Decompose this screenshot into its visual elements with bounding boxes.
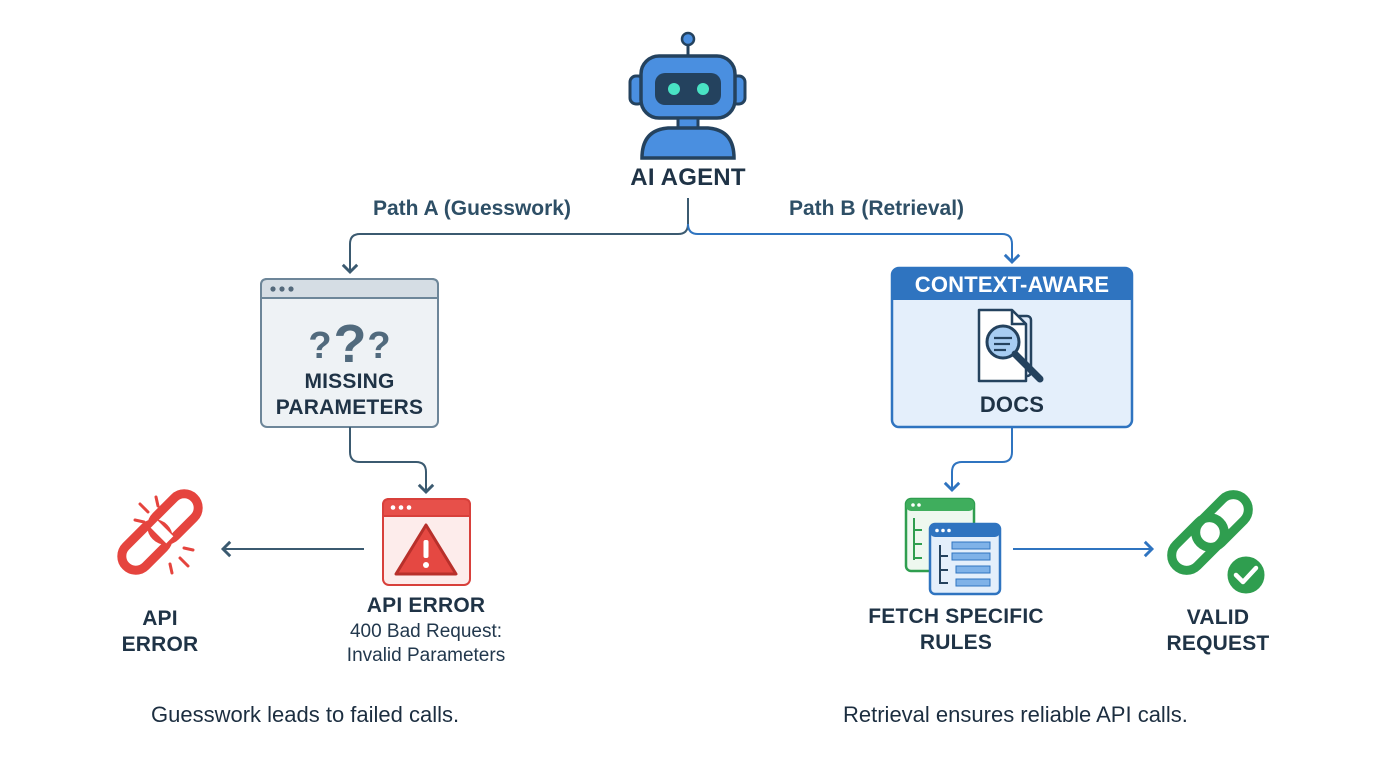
svg-text:?: ? bbox=[334, 314, 367, 374]
path-a-label: Path A (Guesswork) bbox=[373, 197, 571, 220]
svg-text:?: ? bbox=[308, 325, 331, 367]
rules-windows-icon bbox=[904, 497, 1002, 596]
docs-title: DOCS bbox=[979, 392, 1045, 417]
connector-docs-to-rules bbox=[943, 427, 1013, 493]
robot-icon bbox=[628, 31, 747, 160]
svg-text:?: ? bbox=[367, 325, 390, 367]
agent-label: AI AGENT bbox=[630, 164, 746, 191]
missing-parameters-text: MISSING PARAMETERS bbox=[275, 370, 424, 419]
path-b-caption: Retrieval ensures reliable API calls. bbox=[843, 702, 1188, 727]
path-a-caption: Guesswork leads to failed calls. bbox=[151, 702, 460, 727]
path-b-label: Path B (Retrieval) bbox=[789, 197, 965, 220]
api-error-title: API ERROR bbox=[366, 594, 486, 617]
connector-missing-to-error bbox=[349, 427, 435, 495]
context-aware-header: CONTEXT-AWARE bbox=[914, 272, 1110, 297]
connector-agent-to-path-a bbox=[341, 198, 689, 275]
valid-request-line1: VALID bbox=[1186, 606, 1250, 629]
document-search-icon bbox=[977, 308, 1044, 383]
connector-agent-to-path-b bbox=[687, 223, 1021, 265]
broken-link-icon bbox=[117, 489, 203, 575]
api-error-detail-line2: Invalid Parameters bbox=[346, 645, 506, 666]
api-error-detail-line1: 400 Bad Request: bbox=[349, 621, 503, 642]
question-marks-icon: ? ? ? bbox=[308, 314, 390, 374]
broken-link-outcome-line2: ERROR bbox=[121, 633, 199, 656]
missing-parameters-window bbox=[260, 278, 439, 428]
fetch-rules-line1: FETCH SPECIFIC bbox=[868, 605, 1044, 628]
missing-parameters-title: MISSING PARAMETERS bbox=[261, 369, 438, 421]
broken-link-outcome-line1: API bbox=[142, 607, 178, 630]
warning-icon bbox=[394, 523, 458, 576]
connected-link-check-icon bbox=[1167, 490, 1268, 597]
fetch-rules-line2: RULES bbox=[919, 631, 993, 654]
valid-request-line2: REQUEST bbox=[1166, 632, 1270, 655]
